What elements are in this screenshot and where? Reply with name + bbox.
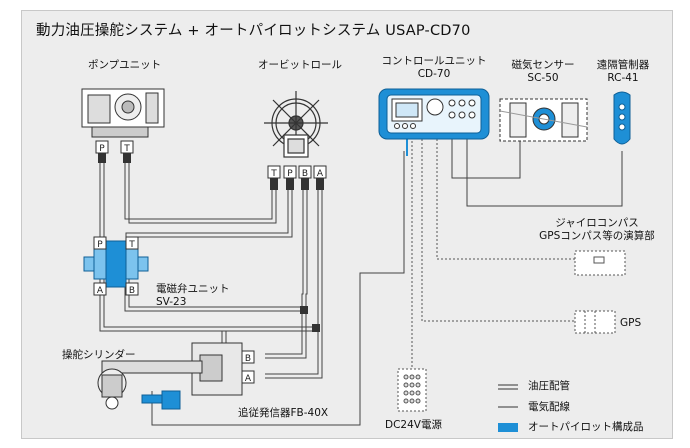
svg-text:P: P [99, 144, 105, 154]
svg-text:B: B [245, 354, 251, 364]
svg-text:A: A [97, 286, 104, 296]
follow-up-transmitter-label: 追従発信器FB-40X [238, 407, 329, 419]
magnetic-sensor-label: 磁気センサー SC-50 [511, 59, 575, 84]
magnetic-sensor-drawing [499, 98, 588, 142]
dotted-connections [411, 139, 575, 371]
orbitrol-label: オービットロール [258, 59, 342, 71]
diagram-frame: 動力油圧操舵システム + オートパイロットシステム USAP-CD70 [21, 10, 673, 439]
gps-unit-drawing [574, 310, 616, 334]
power-supply-drawing [397, 368, 427, 412]
svg-text:P: P [97, 240, 103, 250]
svg-text:P: P [287, 169, 293, 179]
legend-electric: 電気配線 [528, 401, 570, 413]
pump-unit-drawing [81, 88, 165, 138]
svg-text:B: B [302, 169, 308, 179]
legend-hydraulic: 油圧配管 [528, 380, 570, 392]
svg-text:B: B [129, 286, 135, 296]
legend-symbols [498, 384, 518, 432]
svg-text:T: T [270, 169, 277, 179]
solenoid-valve-label: 電磁弁ユニット SV-23 [156, 283, 230, 308]
hose-fittings [98, 153, 324, 332]
legend-autopilot: オートパイロット構成品 [528, 421, 644, 433]
power-supply-label: DC24V電源 [385, 419, 442, 431]
pump-port-t: T [120, 140, 134, 154]
gyro-unit-drawing [574, 250, 626, 276]
orbitrol-ports: T P B A [267, 165, 327, 179]
control-unit-label: コントロールユニット CD-70 [381, 55, 487, 80]
cylinder-label: 操舵シリンダー [62, 349, 136, 361]
solenoid-valve-drawing [83, 240, 149, 288]
svg-text:A: A [245, 374, 252, 384]
svg-text:T: T [123, 144, 130, 154]
svg-text:A: A [317, 169, 324, 179]
system-diagram: P T T P B A [81, 88, 631, 432]
pump-port-p: P [95, 140, 109, 154]
gps-label: GPS [620, 317, 642, 329]
pump-unit-label: ポンプユニット [88, 59, 162, 71]
steering-wheel-icon [264, 91, 328, 158]
svg-text:T: T [128, 240, 135, 250]
gyro-label: ジャイロコンパス GPSコンパス等の演算部 [539, 217, 655, 242]
diagram-title: 動力油圧操舵システム + オートパイロットシステム USAP-CD70 [36, 23, 471, 39]
electric-wires [151, 139, 623, 426]
steering-cylinder-drawing [97, 342, 243, 410]
control-unit-drawing [378, 88, 490, 140]
cylinder-ports: B A [241, 350, 255, 384]
remote-controller-drawing [613, 91, 631, 145]
remote-controller-label: 遠隔管制器 RC-41 [596, 59, 650, 84]
valve-ports: P T A B [93, 236, 139, 296]
